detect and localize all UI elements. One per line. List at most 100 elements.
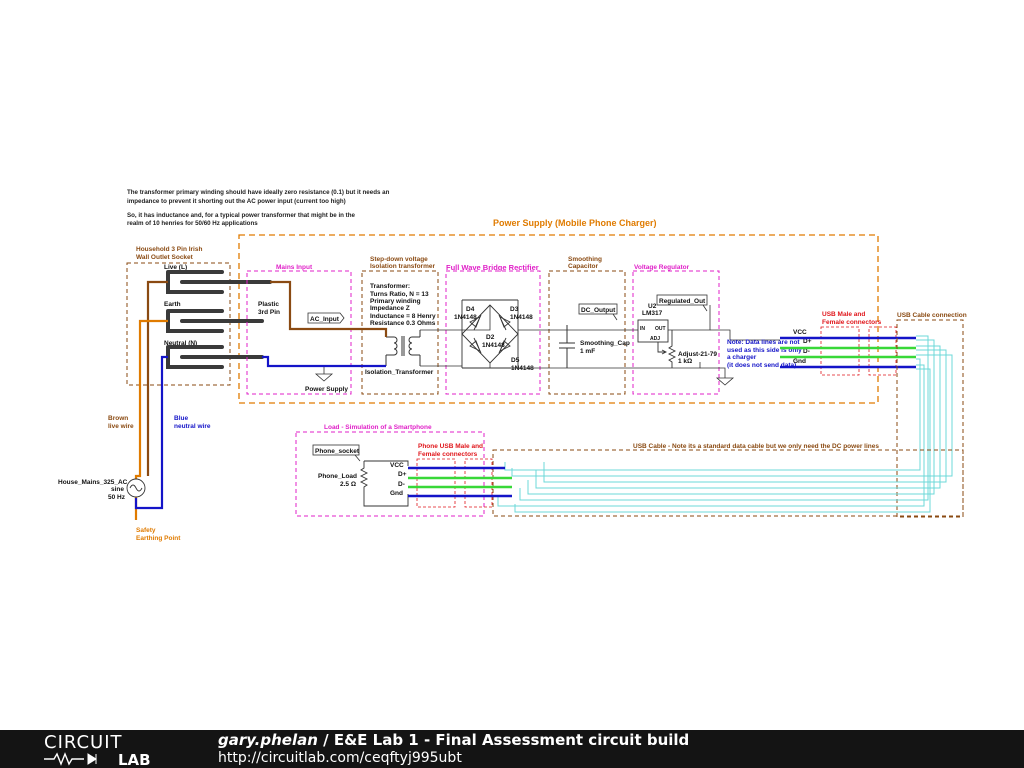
diode-d5-part: 1N4148 [511,365,534,372]
usb-connectors-title-1: USB Male and [822,311,865,318]
phone-pin-gnd-label: Gnd [390,490,403,497]
footer-separator: / [323,731,329,749]
smoothing-title-line-2: Capacitor [568,263,598,270]
output-ground-symbol [715,377,735,386]
top-note-line-4: realm of 10 henries for 50/60 Hz applica… [127,220,258,227]
live-contact [166,270,272,294]
dc-output-label: DC_Output [581,307,616,314]
phone-usb-male-connector [416,458,456,508]
footer-user-link[interactable]: gary.phelan [218,731,318,749]
load-box [295,431,485,517]
usb-cable-note: USB Cable - Note its a standard data cab… [633,443,879,450]
transformer-coils [385,330,421,366]
bridge-diodes [461,299,519,369]
socket-contacts [166,270,272,369]
diode-d4-part: 1N4148 [454,314,477,321]
smoothing-title-line-1: Smoothing [568,256,602,263]
transformer-title-line-1: Step-down voltage [370,256,428,263]
diode-d3-name: D3 [510,306,519,313]
logo-bottom-text: LAB [118,751,151,766]
adjust-pot-value: 1 kΩ [678,358,692,365]
transformer-spec-1: Transformer: [370,283,410,290]
footer-bar [0,730,1024,768]
phone-socket-flag: Phone_socket [312,444,361,462]
diode-d3-part: 1N4148 [510,314,533,321]
top-note-line-1: The transformer primary winding should h… [127,189,390,196]
usb-cable-connection-box [896,319,964,518]
bridge-title: Full Wave Bridge Rectifier [446,263,539,272]
plastic-pin-line-1: Plastic [258,301,279,308]
lm317-body [637,319,669,343]
phone-usb-title-1: Phone USB Male and [418,443,483,450]
usb-male-connector [820,326,860,376]
u2-designator: U2 [648,303,657,310]
socket-title-line-2: Wall Outlet Socket [136,254,194,261]
circuitlab-logo[interactable]: CIRCUIT LAB [44,732,176,766]
phone-pin-vcc-label: VCC [390,462,404,469]
blue-wire-label-1: Blue [174,415,188,422]
smoothing-capacitor-symbol [559,325,575,368]
safety-earth-line-1: Safety [136,527,156,534]
transformer-spec-6: Resistance 0.3 Ohms [370,320,436,327]
usb-pin-gnd-label: Gnd [793,358,806,365]
mains-input-title: Mains Input [276,264,313,271]
earth-contact [166,309,264,333]
data-note-line-4: (it does not send data) [727,362,796,369]
phone-usb-title-2: Female connectors [418,451,478,458]
logo-top-text: CIRCUIT [44,732,123,753]
data-note-line-3: a charger [727,354,757,361]
brown-wire-label-2: live wire [108,423,134,430]
usb-pin-dminus-label: D- [803,348,810,355]
transformer-title-line-2: Isolation transformer [370,263,435,270]
data-note-line-1: Note: Data lines are not [727,339,800,346]
transformer-spec-3: Primary winding [370,298,421,305]
regulated-out-flag: Regulated_Out [656,294,708,312]
house-mains-line-2: sine [111,486,124,493]
diode-d4-name: D4 [466,306,475,313]
usb-pin-dplus-label: D+ [803,338,812,345]
dc-output-flag: DC_Output [578,303,618,321]
power-supply-label: Power Supply [305,386,348,393]
ground-symbol [314,367,334,382]
socket-pin-live-label: Live (L) [164,264,187,271]
regulated-out-label: Regulated_Out [659,298,706,305]
ac-input-label: AC_Input [310,316,340,323]
diode-d2-name: D2 [486,334,495,341]
neutral-contact [166,345,264,369]
phone-pin-dminus-label: D- [398,481,405,488]
transformer-spec-2: Turns Ratio, N = 13 [370,291,429,298]
safety-earth-line-2: Earthing Point [136,535,181,542]
schematic-canvas: The transformer primary winding should h… [58,189,967,542]
wall-socket-box [126,262,231,386]
logo-diode-icon [87,753,97,765]
top-note-line-2: impedance to prevent it shorting out the… [127,198,346,205]
bridge-rectifier-box [445,270,541,395]
adjust-potentiometer [657,330,677,368]
footer-url-link[interactable]: http://circuitlab.com/ceqftyj995ubt [218,750,462,766]
reg-pin-in: IN [640,326,645,332]
blue-wire-label-2: neutral wire [174,423,211,430]
data-note-line-2: used as this side is only [727,347,802,354]
transformer-box [361,270,439,395]
adjust-pot-name: Adjust-21-79 [678,351,717,358]
usb-pin-vcc-label: VCC [793,329,807,336]
power-supply-wiring [262,280,780,378]
phone-usb-lines [408,466,512,498]
footer-title: gary.phelan / E&E Lab 1 - Final Assessme… [218,731,689,749]
usb-output-lines [780,336,916,369]
brown-wire-label-1: Brown [108,415,128,422]
usb-female-connector [868,326,897,376]
smoothing-cap-value: 1 mF [580,348,595,355]
diode-d5-name: D5 [511,357,520,364]
smoothing-box [548,270,626,395]
power-supply-title: Power Supply (Mobile Phone Charger) [493,218,657,228]
plastic-pin-line-2: 3rd Pin [258,309,280,316]
house-mains-line-3: 50 Hz [108,494,126,501]
phone-load-value: 2.5 Ω [340,481,356,488]
logo-resistor-icon [44,752,84,766]
house-mains-line-1: House_Mains_325_AC [58,479,128,486]
reg-pin-adj: ADJ [650,336,660,342]
top-note: The transformer primary winding should h… [127,189,390,227]
isolation-transformer-label: Isolation_Transformer [365,369,434,376]
phone-load-resistor [359,460,409,507]
